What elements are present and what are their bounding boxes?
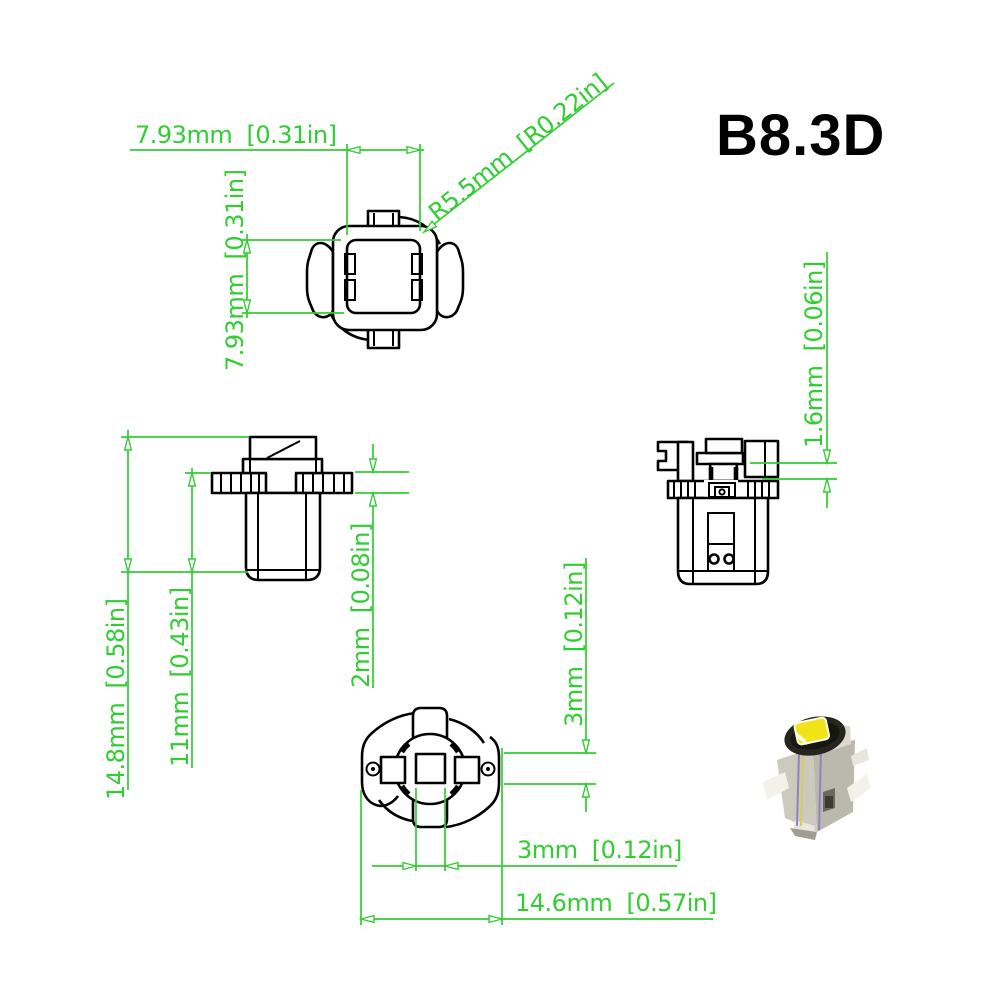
dim-body-height: 11mm [0.43in] bbox=[166, 468, 211, 768]
dim-key-height-label: 3mm [0.12in] bbox=[560, 562, 588, 727]
side-contact-left bbox=[708, 553, 720, 565]
render-right-upper-wing bbox=[851, 748, 869, 766]
side-post bbox=[676, 440, 695, 483]
side-neck bbox=[708, 462, 739, 483]
render-contact-slot bbox=[825, 796, 833, 808]
top-view-right-wing bbox=[435, 241, 465, 319]
product-3d-render bbox=[763, 716, 871, 840]
arrowhead-icon bbox=[187, 558, 197, 575]
dim-corner-radius: R5.5mm [R0.22in] bbox=[421, 68, 615, 234]
arrowhead-icon bbox=[242, 237, 252, 254]
side-contact-dot bbox=[718, 488, 726, 496]
dim-flange-thickness-label: 2mm [0.08in] bbox=[347, 523, 375, 688]
arrowhead-icon bbox=[581, 781, 591, 798]
dim-hole-width-label: 7.93mm [0.31in] bbox=[135, 121, 337, 149]
bottom-corner-marks bbox=[400, 742, 460, 796]
dim-flange-thickness: 2mm [0.08in] bbox=[347, 444, 409, 688]
dim-overall-width: 14.6mm [0.57in] bbox=[358, 748, 717, 925]
arrowhead-icon bbox=[187, 470, 197, 487]
dim-key-width: 3mm [0.12in] bbox=[372, 788, 682, 871]
arrowhead-icon bbox=[822, 449, 832, 466]
dim-key-height: 3mm [0.12in] bbox=[504, 558, 596, 812]
dim-overall-width-label: 14.6mm [0.57in] bbox=[515, 889, 717, 917]
render-left-wing bbox=[763, 772, 789, 800]
arrowhead-icon bbox=[123, 434, 133, 451]
dim-overall-height: 14.8mm [0.58in] bbox=[102, 430, 249, 800]
bottom-view-drawing bbox=[360, 706, 501, 829]
dim-flange-step-label: 1.6mm [0.06in] bbox=[800, 261, 828, 448]
side-top-bar bbox=[695, 451, 745, 466]
render-stripes bbox=[796, 749, 822, 831]
front-neck bbox=[267, 471, 295, 491]
dim-hole-height: 7.93mm [0.31in] bbox=[221, 170, 344, 372]
dim-hole-width: 7.93mm [0.31in] bbox=[130, 121, 424, 235]
arrowhead-icon bbox=[358, 914, 375, 924]
dim-key-width-label: 3mm [0.12in] bbox=[517, 836, 682, 864]
render-right-wing bbox=[847, 774, 871, 802]
bottom-left-screw bbox=[365, 761, 381, 777]
side-view-drawing bbox=[656, 437, 780, 586]
arrowhead-icon bbox=[368, 490, 378, 507]
front-wedge-tab bbox=[248, 435, 318, 461]
top-view-drawing bbox=[305, 209, 465, 350]
bottom-hook-sw bbox=[377, 799, 413, 823]
arrowhead-icon bbox=[488, 914, 505, 924]
front-flange-knurl-lines bbox=[220, 473, 345, 493]
top-view-left-wing bbox=[305, 241, 335, 319]
dim-body-height-label: 11mm [0.43in] bbox=[166, 587, 194, 767]
top-view-bulb-opening bbox=[345, 238, 422, 315]
top-view-side-notches bbox=[344, 253, 423, 301]
bottom-right-slot bbox=[453, 755, 481, 785]
dim-hole-height-label: 7.93mm [0.31in] bbox=[221, 170, 249, 372]
dim-corner-radius-label: R5.5mm [R0.22in] bbox=[423, 68, 612, 226]
front-tab-key-line bbox=[266, 440, 301, 459]
bottom-top-tab bbox=[411, 706, 449, 740]
bottom-hook-ne bbox=[448, 717, 486, 744]
side-center-tab bbox=[704, 437, 744, 455]
side-flange-knurl-lines bbox=[673, 481, 770, 498]
arrowhead-icon bbox=[581, 739, 591, 756]
arrowhead-icon bbox=[442, 861, 459, 871]
bottom-right-screw bbox=[480, 761, 496, 777]
dim-overall-height-label: 14.8mm [0.58in] bbox=[102, 599, 130, 801]
arrowhead-icon bbox=[421, 220, 438, 234]
arrowhead-icon bbox=[368, 458, 378, 475]
arrowhead-icon bbox=[822, 476, 832, 493]
bottom-bottom-tab bbox=[411, 798, 449, 829]
arrowhead-icon bbox=[344, 145, 361, 155]
side-body bbox=[676, 496, 770, 586]
bottom-square-hole bbox=[414, 752, 447, 785]
arrowhead-icon bbox=[242, 299, 252, 316]
arrowhead-icon bbox=[123, 558, 133, 575]
drawing-title: B8.3D bbox=[716, 103, 885, 168]
bottom-left-slot bbox=[379, 755, 407, 785]
side-right-block bbox=[743, 439, 780, 479]
arrowhead-icon bbox=[406, 145, 423, 155]
top-view-body-outline bbox=[331, 224, 439, 332]
arrowhead-icon bbox=[402, 861, 419, 871]
side-contact-right bbox=[723, 553, 735, 565]
render-led-chip bbox=[793, 716, 830, 746]
front-shoulder bbox=[241, 457, 324, 475]
front-view-drawing bbox=[210, 435, 354, 582]
dim-flange-step: 1.6mm [0.06in] bbox=[750, 252, 837, 508]
